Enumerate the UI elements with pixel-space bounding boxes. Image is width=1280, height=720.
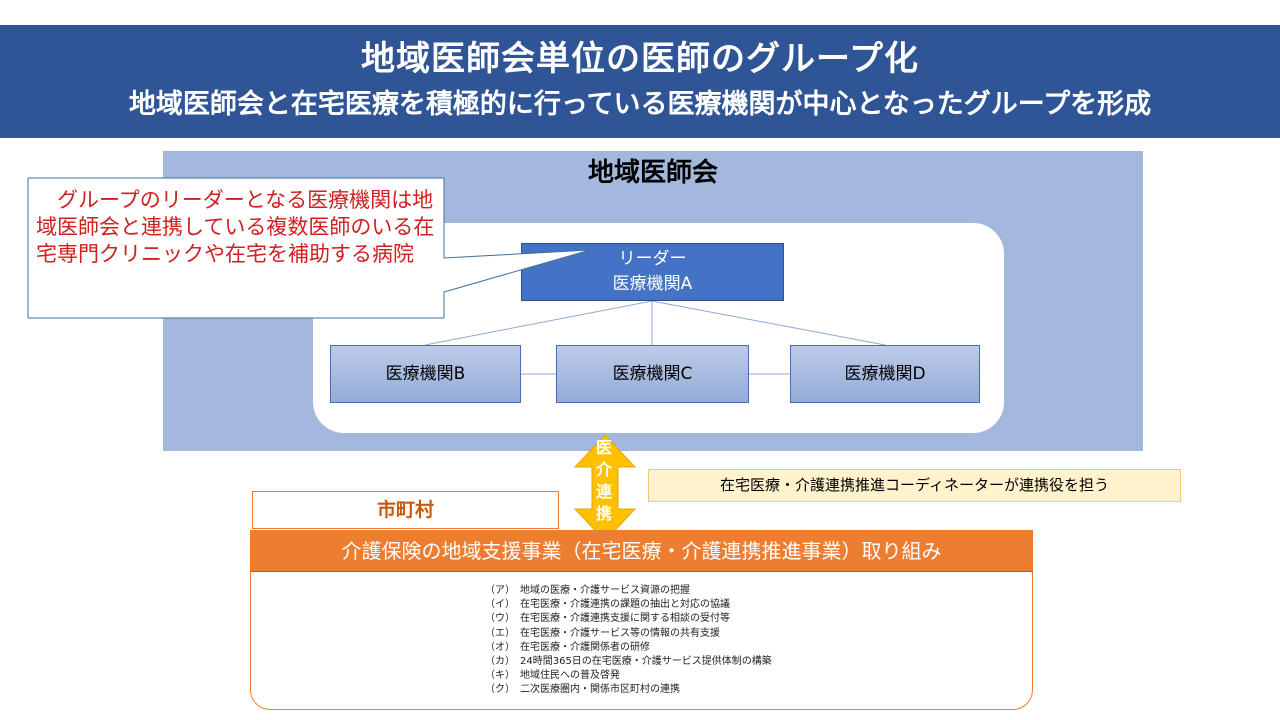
member-node-c: 医療機関C — [556, 345, 749, 403]
project-header: 介護保険の地域支援事業（在宅医療・介護連携推進事業）取り組み — [250, 530, 1033, 572]
association-label: 地域医師会 — [587, 158, 718, 188]
title-bar: 地域医師会単位の医師のグループ化 地域医師会と在宅医療を積極的に行っている医療機… — [0, 25, 1280, 138]
connector-a-b — [424, 300, 653, 346]
leader-name-label: 医療機関A — [612, 274, 693, 294]
callout-text: グループのリーダーとなる医療機関は地域医師会と連携している複数医師のいる在宅専門… — [36, 188, 435, 266]
list-item: （ア） 地域の医療・介護サービス資源の把握 — [485, 585, 690, 596]
coordinator-note: 在宅医療・介護連携推進コーディネーターが連携役を担う — [648, 469, 1181, 502]
list-item: （カ） 24時間365日の在宅医療・介護サービス提供体制の構築 — [485, 656, 772, 668]
connector-a-d — [651, 300, 886, 346]
list-item: （オ） 在宅医療・介護関係者の研修 — [485, 641, 650, 653]
member-node-d: 医療機関D — [790, 345, 980, 403]
list-item: （ク） 二次医療圏内・関係市区町村の連携 — [485, 684, 680, 696]
project-list: （ア） 地域の医療・介護サービス資源の把握 （イ） 在宅医療・介護連携の課題の抽… — [485, 584, 905, 698]
leader-role-label: リーダー — [618, 249, 687, 269]
municipality-label: 市町村 — [252, 491, 559, 529]
page-title: 地域医師会単位の医師のグループ化 — [361, 39, 919, 79]
arrow-char: 介 — [595, 460, 612, 479]
list-item: （イ） 在宅医療・介護連携の課題の抽出と対応の協議 — [485, 599, 730, 611]
arrow-char: 携 — [595, 504, 612, 523]
arrow-char: 連 — [595, 482, 612, 501]
list-item: （ウ） 在宅医療・介護連携支援に関する相談の受付等 — [485, 613, 730, 625]
arrow-label: 医 介 連 携 — [588, 437, 620, 525]
arrow-char: 医 — [595, 438, 612, 457]
list-item: （キ） 地域住民への普及啓発 — [485, 670, 620, 682]
member-node-b: 医療機関B — [330, 345, 521, 403]
page-subtitle: 地域医師会と在宅医療を積極的に行っている医療機関が中心となったグループを形成 — [128, 89, 1152, 120]
list-item: （エ） 在宅医療・介護サービス等の情報の共有支援 — [485, 627, 720, 639]
